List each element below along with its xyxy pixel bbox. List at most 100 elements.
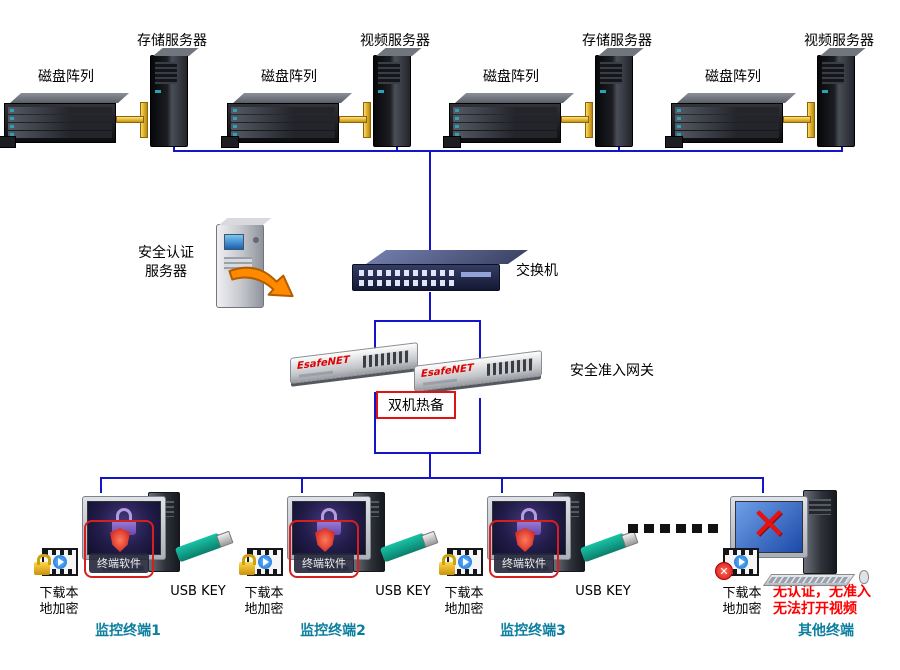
denied-x-icon: ✕: [750, 499, 788, 550]
auth-flow-arrow-icon: [228, 266, 294, 298]
play-icon: [53, 555, 67, 569]
usb-key-label: USB KEY: [375, 584, 431, 599]
connection-line: [429, 452, 431, 479]
shield-icon: [515, 528, 535, 552]
storage-group-2: 存储服务器 磁盘阵列: [443, 28, 675, 160]
ellipsis-dots: [628, 524, 718, 533]
terminal-software-frame: 终端软件: [84, 520, 154, 578]
video-group-1: 视频服务器 磁盘阵列: [221, 28, 453, 160]
monitor-icon: ✕: [730, 496, 808, 558]
lock-icon: [116, 508, 132, 520]
play-icon: [458, 555, 472, 569]
hot-standby-badge: 双机热备: [376, 391, 456, 419]
storage-group-1: 存储服务器 磁盘阵列: [0, 28, 230, 160]
play-icon: [734, 555, 748, 569]
terminal-software-frame: 终端软件: [289, 520, 359, 578]
connection-line: [501, 477, 503, 493]
disk-array-icon: [0, 92, 130, 148]
terminal-cluster-2: 终端软件 USB KEY 下载本 地加密 监控终端2: [235, 488, 447, 653]
disk-array-label: 磁盘阵列: [261, 69, 317, 85]
cable-icon: [783, 116, 811, 123]
terminal-cluster-3: 终端软件 USB KEY 下载本 地加密 监控终端3: [435, 488, 647, 653]
gateway-brand: EsafeNET: [421, 362, 474, 380]
terminal-name: 其他终端: [798, 623, 854, 639]
connection-line: [374, 452, 481, 454]
server-label: 视频服务器: [360, 33, 430, 49]
disk-array-label: 磁盘阵列: [705, 69, 761, 85]
server-tower-icon: [595, 48, 644, 147]
screen: ✕: [735, 499, 803, 553]
local-encrypt-label: 下载本 地加密: [722, 586, 762, 617]
terminal-software-label: 终端软件: [89, 553, 149, 573]
shield-icon: [110, 528, 130, 552]
terminal-cluster-1: 终端软件 USB KEY 下载本 地加密 监控终端1: [30, 488, 242, 653]
connection-line: [374, 392, 376, 454]
pc-tower-icon: [803, 490, 837, 574]
terminal-bus-line: [100, 477, 764, 479]
connection-line: [100, 477, 102, 493]
switch-label: 交换机: [516, 263, 558, 279]
server-label: 存储服务器: [137, 33, 207, 49]
other-terminal-cluster: ✕ ✕ 下载本 地加密 无认证，无准入 无法打开视频 其他终端: [713, 488, 900, 653]
terminal-name: 监控终端1: [95, 623, 161, 639]
cable-icon: [339, 116, 367, 123]
play-icon: [258, 555, 272, 569]
usb-key-label: USB KEY: [575, 584, 631, 599]
encrypt-lock-icon: [34, 554, 51, 575]
server-tower-icon: [817, 48, 866, 147]
disk-array-label: 磁盘阵列: [38, 69, 94, 85]
terminal-software-label: 终端软件: [294, 553, 354, 573]
disk-array-label: 磁盘阵列: [483, 69, 539, 85]
connection-line: [374, 320, 376, 352]
local-encrypt-label: 下载本 地加密: [244, 586, 284, 617]
screen: [224, 234, 244, 250]
connection-line: [479, 320, 481, 358]
video-group-2: 视频服务器 磁盘阵列: [665, 28, 897, 160]
security-gateway-2: EsafeNET: [414, 350, 542, 392]
connection-line: [479, 398, 481, 454]
gateway-brand: EsafeNET: [297, 354, 350, 372]
gateway-label: 安全准入网关: [570, 363, 654, 379]
switch-down-line: [429, 292, 431, 322]
mouse-icon: [859, 570, 869, 584]
deny-badge-icon: ✕: [715, 562, 733, 580]
network-switch-icon: [352, 248, 528, 294]
encrypt-lock-icon: [439, 554, 456, 575]
security-gateway-1: EsafeNET: [290, 342, 418, 384]
auth-server-label: 安全认证 服务器: [138, 245, 194, 280]
bus-to-switch-line: [429, 150, 431, 254]
encrypt-lock-icon: [239, 554, 256, 575]
terminal-name: 监控终端3: [500, 623, 566, 639]
usb-key-icon: [379, 532, 429, 563]
keyboard-icon: [762, 574, 856, 586]
connection-line: [374, 320, 481, 322]
terminal-software-frame: 终端软件: [489, 520, 559, 578]
connection-line: [762, 477, 764, 493]
server-tower-icon: [373, 48, 422, 147]
disk-array-icon: [443, 92, 575, 148]
cable-icon: [561, 116, 589, 123]
denied-warning-text: 无认证，无准入 无法打开视频: [773, 584, 871, 617]
lock-icon: [521, 508, 537, 520]
local-encrypt-label: 下载本 地加密: [39, 586, 79, 617]
usb-key-label: USB KEY: [170, 584, 226, 599]
usb-key-icon: [579, 532, 629, 563]
auth-server-icon: [216, 218, 272, 308]
local-encrypt-label: 下载本 地加密: [444, 586, 484, 617]
server-tower-icon: [150, 48, 199, 147]
terminal-name: 监控终端2: [300, 623, 366, 639]
usb-key-icon: [174, 532, 224, 563]
shield-icon: [315, 528, 335, 552]
disk-array-icon: [221, 92, 353, 148]
disk-array-icon: [665, 92, 797, 148]
cable-icon: [116, 116, 144, 123]
terminal-software-label: 终端软件: [494, 553, 554, 573]
connection-line: [301, 477, 303, 493]
top-bus-line: [174, 150, 843, 152]
lock-icon: [321, 508, 337, 520]
screen: [87, 501, 161, 555]
switch-ports: [359, 280, 455, 286]
switch-ports: [359, 270, 455, 276]
server-label: 视频服务器: [804, 33, 874, 49]
